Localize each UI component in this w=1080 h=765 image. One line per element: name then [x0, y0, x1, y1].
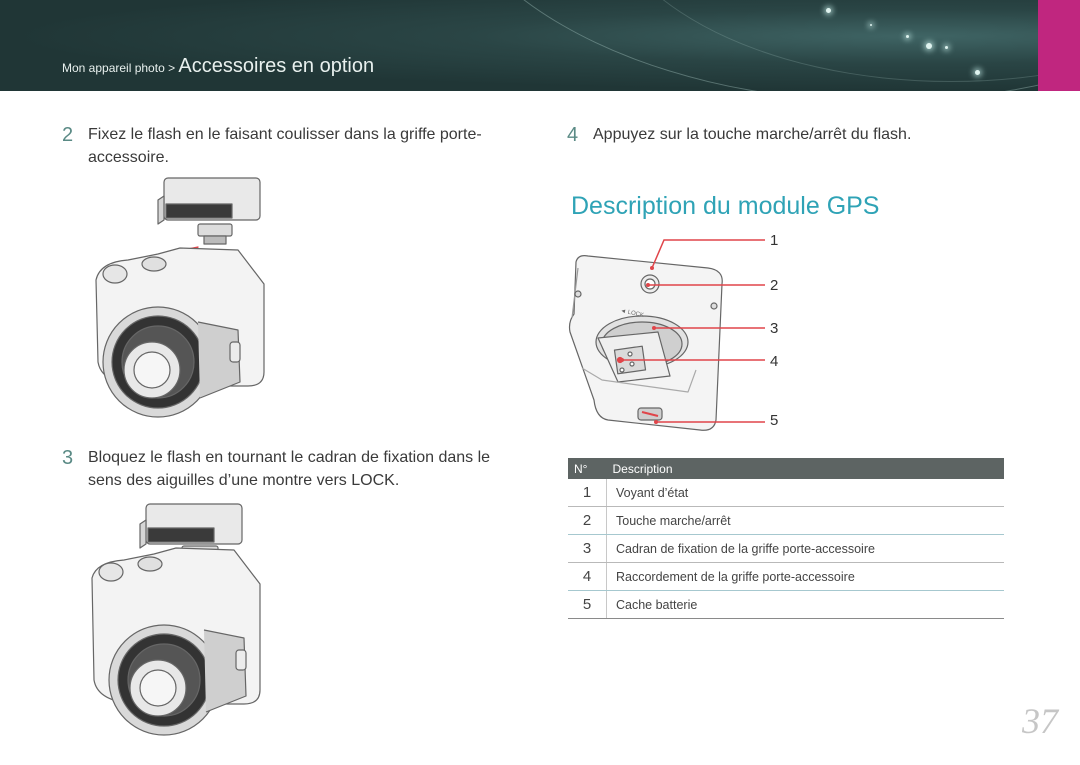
step-text-line1: Fixez le flash en le faisant coulisser d…: [88, 126, 482, 143]
section-title: Description du module GPS: [571, 192, 880, 220]
row-description: Cache batterie: [606, 590, 1004, 619]
header-decor-dot: [906, 35, 909, 38]
breadcrumb-parent[interactable]: Mon appareil photo >: [62, 61, 179, 75]
step-number: 2: [62, 124, 74, 146]
header-decor-dot: [870, 24, 872, 26]
row-description: Raccordement de la griffe porte-accessoi…: [606, 562, 1004, 591]
step-number: 3: [62, 447, 74, 469]
step-number: 4: [567, 124, 579, 146]
step-2: 2 Fixez le flash en le faisant coulisser…: [62, 124, 532, 174]
table-row: 2 Touche marche/arrêt: [568, 506, 1004, 535]
column-header-number: N°: [568, 458, 607, 479]
row-number: 4: [568, 562, 607, 591]
page-header: Mon appareil photo > Accessoires en opti…: [0, 0, 1080, 91]
step-text: Appuyez sur la touche marche/arrêt du fl…: [593, 126, 912, 143]
header-decor-dot: [926, 43, 932, 49]
breadcrumb-current: Accessoires en option: [178, 55, 375, 77]
page-number: 37: [1022, 701, 1058, 741]
lock-label: ◄ LOCK: [620, 308, 645, 319]
row-number: 5: [568, 590, 607, 619]
table-header-row: N° Description: [568, 458, 1004, 479]
header-decor-dot: [826, 8, 831, 13]
gps-parts-table: N° Description 1 Voyant d’état 2 Touche …: [568, 458, 1004, 619]
camera-flash-slide-illustration: [95, 177, 265, 418]
step-3: 3 Bloquez le flash en tournant le cadran…: [62, 447, 532, 497]
row-description: Cadran de fixation de la griffe porte-ac…: [606, 534, 1004, 563]
row-description: Touche marche/arrêt: [606, 506, 1004, 535]
row-number: 1: [568, 479, 607, 507]
row-number: 2: [568, 506, 607, 535]
step-4: 4 Appuyez sur la touche marche/arrêt du …: [567, 124, 1047, 149]
callout-2: 2: [770, 277, 779, 294]
gps-module-illustration: ◄ LOCK: [568, 255, 723, 431]
camera-flash-lock-illustration: [91, 503, 261, 736]
table-row: 4 Raccordement de la griffe porte-access…: [568, 562, 1004, 591]
step-text-line1: Bloquez le flash en tournant le cadran d…: [88, 449, 491, 466]
table-row: 1 Voyant d’état: [568, 479, 1004, 507]
row-number: 3: [568, 534, 607, 563]
callout-5: 5: [770, 412, 779, 429]
table-row: 3 Cadran de fixation de la griffe porte-…: [568, 534, 1004, 563]
row-description: Voyant d’état: [606, 479, 1004, 507]
callout-4: 4: [770, 353, 779, 370]
callout-3: 3: [770, 320, 779, 337]
callout-lines: [620, 239, 765, 424]
step-text-line2: sens des aiguilles d’une montre vers LOC…: [88, 472, 400, 489]
callout-1: 1: [770, 232, 779, 249]
column-header-description: Description: [606, 458, 1004, 479]
breadcrumb: Mon appareil photo > Accessoires en opti…: [62, 55, 374, 78]
header-decor-dot: [975, 70, 980, 75]
step-text-line2: accessoire.: [88, 149, 169, 166]
header-decor-dot: [945, 46, 948, 49]
table-row: 5 Cache batterie: [568, 590, 1004, 619]
chapter-tab[interactable]: [1038, 0, 1080, 91]
